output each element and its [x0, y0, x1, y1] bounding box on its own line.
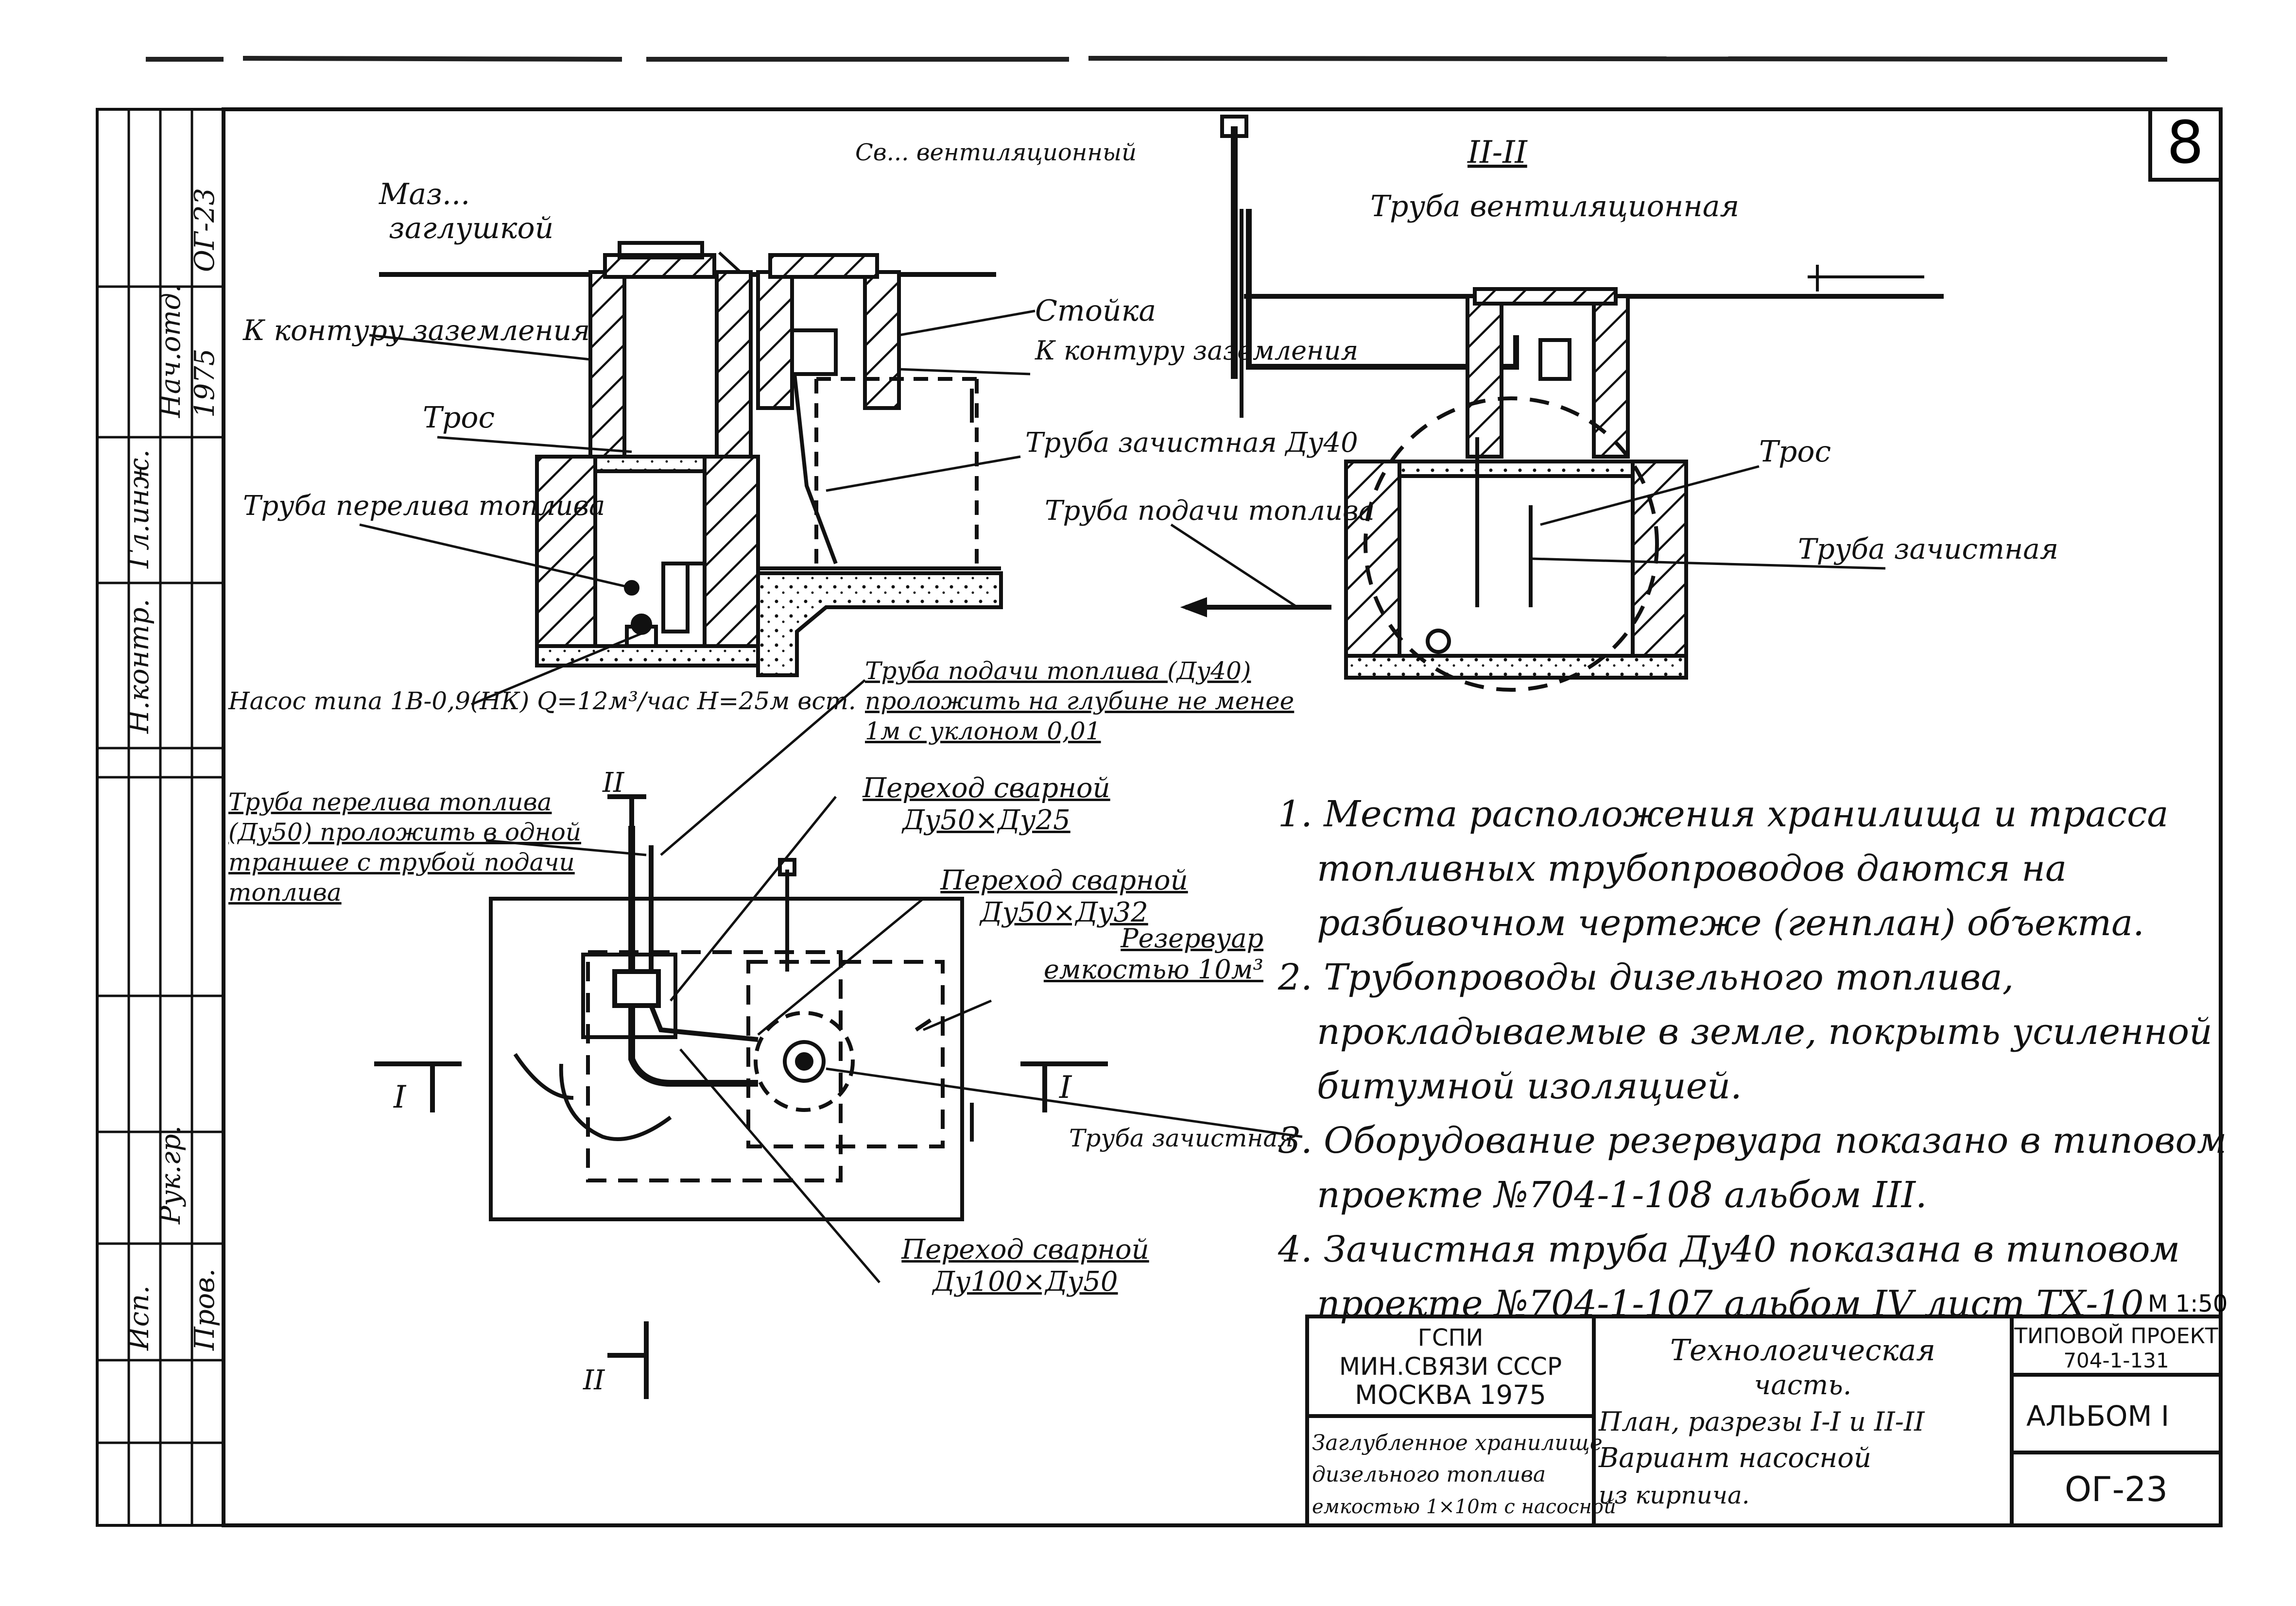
tb-part-3: План, разрезы I-I и II-II — [1598, 1406, 1925, 1437]
tb-part-5: из кирпича. — [1599, 1481, 1750, 1509]
label-stand: Стойка — [1035, 294, 1156, 328]
stamp-r5: Н.контр. — [123, 599, 155, 734]
label-stripping: Труба зачистная Ду40 — [1025, 427, 1358, 459]
cut-markers — [374, 794, 1108, 1399]
label-tank: Резервуар емкостью 10м³ — [1044, 923, 1263, 985]
label-supply-sec: Труба подачи топлива — [1045, 495, 1375, 527]
margin-stamp — [97, 109, 224, 1525]
tb-org-2: МИН.СВЯЗИ СССР — [1339, 1352, 1562, 1381]
label-overflow-plan: Труба перелива топлива (Ду50) проложить … — [228, 788, 581, 906]
label-stripping-plan: Труба зачистная — [1069, 1124, 1294, 1152]
tb-sheet-code: ОГ-23 — [2065, 1469, 2168, 1509]
stamp-r3: 1975 — [189, 348, 221, 418]
label-hatch-2: заглушкой — [389, 211, 553, 245]
tb-obj-3: емкостью 1×10т с насосной — [1312, 1496, 1616, 1518]
label-stripping-sec: Труба зачистная — [1798, 532, 2058, 565]
tb-part-2: часть. — [1754, 1369, 1852, 1401]
tb-obj-1: Заглубленное хранилище — [1312, 1431, 1603, 1455]
label-vent: Св... вентиляционный — [855, 139, 1137, 166]
note-4: 4. Зачистная труба Ду40 показана в типов… — [1278, 1229, 2180, 1325]
label-ground-2: К контуру заземления — [1035, 335, 1358, 366]
tb-project-number: 704-1-131 — [2063, 1349, 2169, 1372]
scale-label: М 1:50 — [2148, 1290, 2227, 1317]
label-cable-1: Трос — [423, 401, 495, 435]
leader-lines — [359, 309, 1886, 1283]
label-pump: Насос типа 1В-0,9(НК) Q=12м³/час Н=25м в… — [228, 687, 856, 715]
label-reducer-1: Переход сварной Ду50×Ду25 — [863, 772, 1110, 836]
label-cable-2: Трос — [1759, 435, 1831, 469]
label-ground-1: К контуру заземления — [242, 314, 590, 347]
general-notes: 1. Места расположения хранилища и трасса… — [1278, 787, 2250, 1331]
tb-album: АЛЬБОМ I — [2026, 1400, 2169, 1433]
plan-view — [489, 826, 974, 1221]
stamp-r7: Исп. — [123, 1285, 155, 1351]
label-reducer-2: Переход сварной Ду50×Ду32 — [940, 865, 1188, 928]
label-reducer-3: Переход сварной Ду100×Ду50 — [901, 1234, 1149, 1298]
note-1: 1. Места расположения хранилища и трасса… — [1278, 793, 2169, 944]
tb-obj-2: дизельного топлива — [1312, 1462, 1546, 1487]
tb-project-header: ТИПОВОЙ ПРОЕКТ — [2014, 1323, 2218, 1349]
section-2-title: II-II — [1467, 135, 1528, 171]
section-I-I — [379, 115, 1248, 677]
label-hatch: Маз... — [379, 177, 470, 211]
section-2-caption: Труба вентиляционная — [1370, 189, 1739, 223]
tb-org-3: МОСКВА 1975 — [1355, 1380, 1546, 1410]
title-block — [1305, 1315, 2223, 1527]
stamp-r2: Нач.отд. — [155, 284, 187, 418]
stamp-r4: Гл.инж. — [123, 449, 155, 569]
label-overflow: Труба перелива топлива — [243, 490, 605, 522]
cut-II-top: II — [602, 767, 625, 799]
tb-org-1: ГСПИ — [1418, 1324, 1484, 1351]
note-2: 2. Трубопроводы дизельного топлива, прок… — [1278, 957, 2212, 1107]
cut-I-left: I — [393, 1079, 407, 1115]
tb-part-1: Технологическая — [1670, 1333, 1935, 1367]
cut-II-bottom: II — [583, 1365, 605, 1396]
tb-part-4: Вариант насосной — [1598, 1442, 1871, 1474]
label-supply-plan: Труба подачи топлива (Ду40) проложить на… — [865, 657, 1294, 745]
cut-I-right: I — [1059, 1070, 1072, 1106]
stamp-r8: Пров. — [189, 1268, 221, 1351]
note-3: 3. Оборудование резервуара показано в ти… — [1278, 1120, 2227, 1216]
scan-top-noise — [146, 56, 2168, 62]
sheet-number: 8 — [2167, 109, 2204, 177]
stamp-r1: ОГ-23 — [189, 188, 221, 272]
stamp-r6: Рук.гр. — [155, 1126, 187, 1225]
section-II-II — [1180, 209, 1944, 692]
sheet-number-box — [2148, 107, 2223, 182]
